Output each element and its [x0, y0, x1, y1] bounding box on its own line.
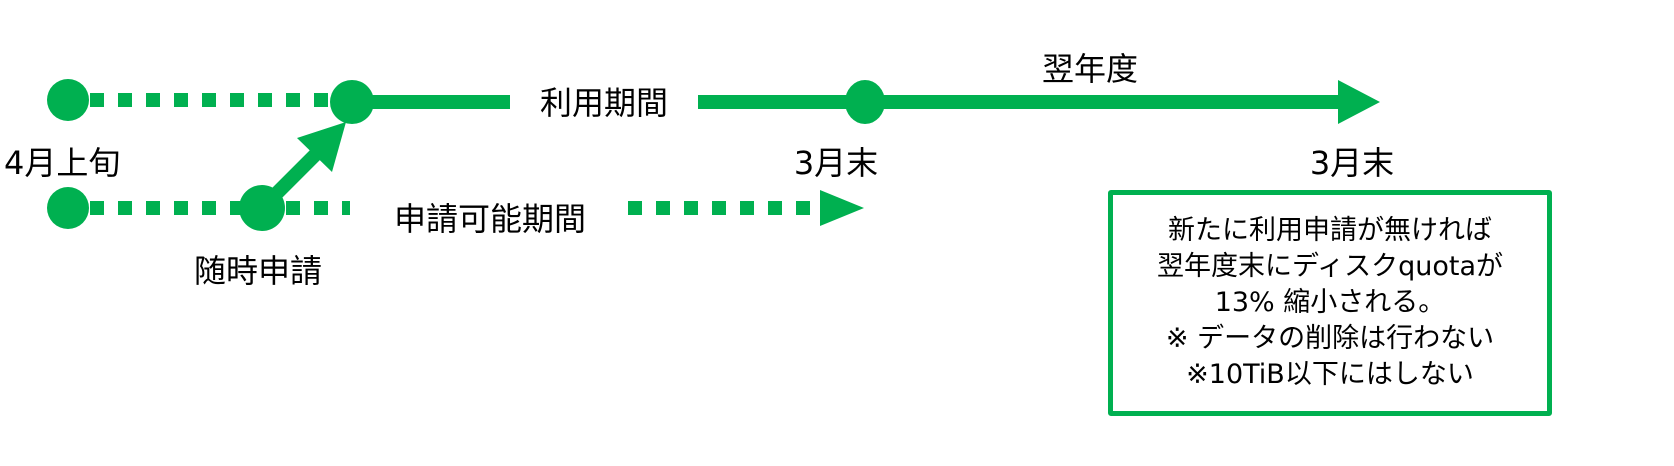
note-line: ※10TiB以下にはしない — [1186, 359, 1474, 390]
note-line: 13% 縮小される。 — [1214, 287, 1446, 318]
end-march-dot — [845, 80, 885, 124]
note-line: 翌年度末にディスクquotaが — [1156, 251, 1503, 282]
anytime-apply-dot — [239, 185, 285, 231]
start-dot-bottom — [47, 187, 89, 229]
label-end-march-2: 3月末 — [1310, 144, 1394, 182]
quota-note-box: 新たに利用申請が無ければ 翌年度末にディスクquotaが 13% 縮小される。 … — [1108, 190, 1552, 416]
usage-arrowhead — [1338, 80, 1380, 124]
label-usage-period: 利用期間 — [540, 84, 668, 122]
label-start: 4月上旬 — [4, 144, 120, 182]
label-apply-period: 申請可能期間 — [394, 200, 586, 238]
note-line: 新たに利用申請が無ければ — [1168, 215, 1492, 246]
apply-period-arrowhead — [820, 190, 864, 226]
label-next-year: 翌年度 — [1042, 50, 1138, 88]
usage-start-dot — [330, 80, 374, 124]
anytime-apply-arrowhead — [297, 122, 346, 172]
note-line: ※ データの削除は行わない — [1165, 323, 1495, 354]
label-end-march-1: 3月末 — [794, 144, 878, 182]
start-dot-top — [47, 79, 89, 121]
label-anytime-apply: 随時申請 — [194, 252, 322, 290]
